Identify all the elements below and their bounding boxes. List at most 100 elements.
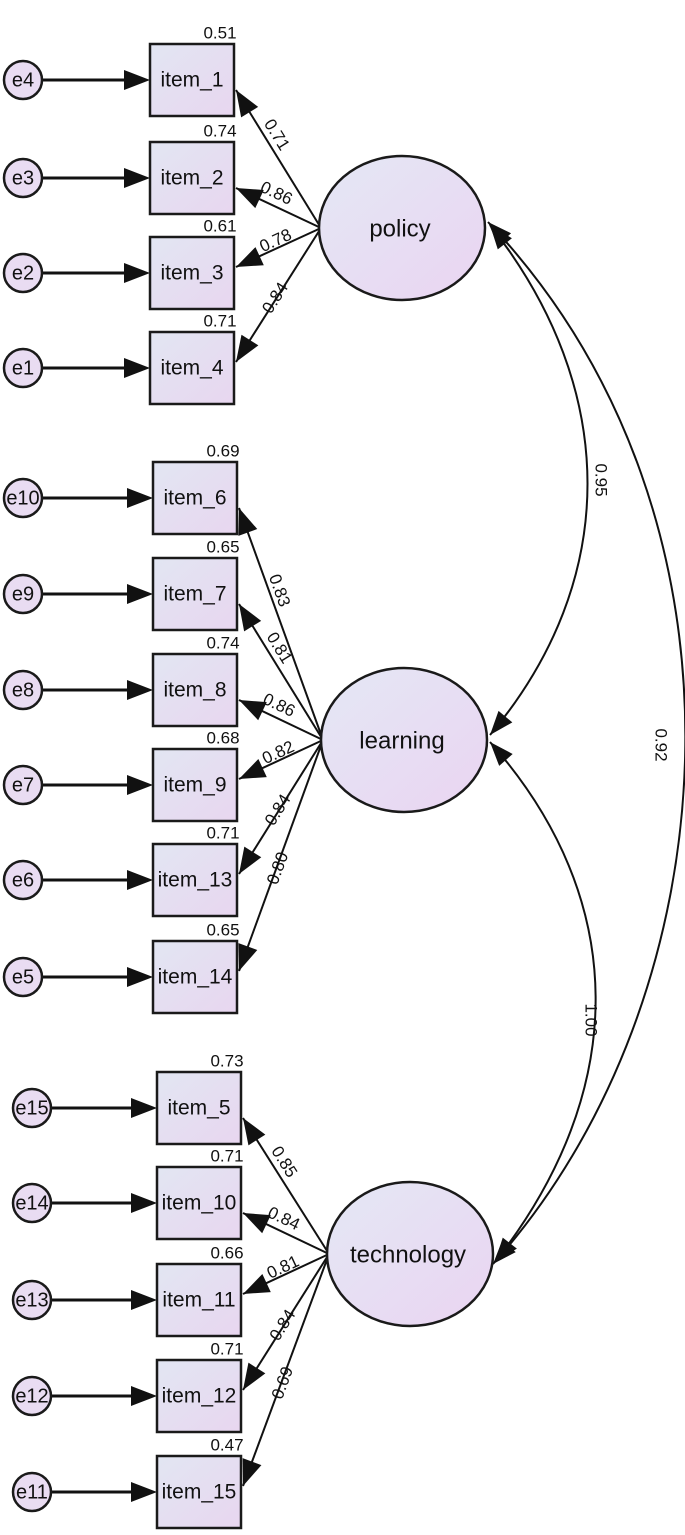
loading-path-item-14 <box>238 739 324 972</box>
r-squared-item-3: 0.61 <box>203 216 236 235</box>
error-e6 <box>2 859 44 901</box>
error-e8 <box>2 669 44 711</box>
indicator-item-8 <box>151 652 239 728</box>
loading-path-item-8-arrowhead <box>239 700 267 721</box>
latent-learning <box>319 666 489 814</box>
error-label-e4: e4 <box>12 69 34 91</box>
loading-path-item-4-arrowhead <box>236 334 259 362</box>
indicator-item-1 <box>148 42 236 118</box>
loading-value-item-10: 0.84 <box>265 1203 303 1234</box>
error-label-e10: e10 <box>6 487 39 509</box>
loading-path-item-2-arrowhead <box>236 188 264 209</box>
error-path-e9-arrowhead <box>127 584 153 604</box>
error-path-e4-arrowhead <box>124 70 150 90</box>
loading-path-item-5 <box>242 1117 330 1255</box>
loading-value-item-1: 0.71 <box>260 116 294 154</box>
indicator-item-7 <box>151 556 239 632</box>
loading-value-item-14: 0.80 <box>263 849 292 887</box>
loading-path-item-4 <box>235 227 322 363</box>
indicator-item-14 <box>151 939 239 1015</box>
error-path-e12-arrowhead <box>131 1386 157 1406</box>
error-path-e6-arrowhead <box>127 870 153 890</box>
indicator-label-item-8: item_8 <box>163 679 226 702</box>
indicator-label-item-7: item_7 <box>163 583 226 606</box>
correlation-learning-technology-arrowhead-start <box>490 742 513 766</box>
loading-path-item-1 <box>235 89 322 229</box>
indicator-label-item-4: item_4 <box>160 357 223 380</box>
error-label-e3: e3 <box>12 167 34 189</box>
error-label-e5: e5 <box>12 966 34 988</box>
loading-path-item-7-arrowhead <box>239 604 262 632</box>
indicator-item-3 <box>148 235 236 311</box>
error-e10 <box>2 477 44 519</box>
error-path-e13-arrowhead <box>131 1290 157 1310</box>
error-path-e2-arrowhead <box>124 263 150 283</box>
indicator-item-15 <box>155 1454 243 1530</box>
error-e11 <box>11 1471 53 1513</box>
indicator-label-item-14: item_14 <box>158 966 233 989</box>
indicator-item-6 <box>151 460 239 536</box>
latent-label-technology: technology <box>350 1241 466 1268</box>
correlation-value-policy-technology: 0.92 <box>652 728 671 761</box>
loading-path-item-6-arrowhead <box>238 508 258 536</box>
loading-path-item-7 <box>238 603 324 741</box>
indicator-label-item-10: item_10 <box>162 1192 237 1215</box>
loading-path-item-11-arrowhead <box>243 1273 271 1294</box>
error-label-e15: e15 <box>15 1097 48 1119</box>
error-e14 <box>11 1182 53 1224</box>
indicator-label-item-12: item_12 <box>162 1385 237 1408</box>
indicator-item-2 <box>148 140 236 216</box>
indicator-item-9 <box>151 747 239 823</box>
error-label-e11: e11 <box>16 1481 48 1503</box>
correlation-policy-learning-arrowhead-end <box>490 710 513 735</box>
loading-value-item-13: 0.84 <box>261 791 295 829</box>
loading-value-item-2: 0.86 <box>257 177 295 208</box>
error-e15 <box>11 1087 53 1129</box>
error-label-e12: e12 <box>15 1385 48 1407</box>
error-path-e1-arrowhead <box>124 358 150 378</box>
error-e2 <box>2 252 44 294</box>
loading-path-item-10-arrowhead <box>243 1213 271 1234</box>
indicator-label-item-2: item_2 <box>160 167 223 190</box>
indicator-item-12 <box>155 1358 243 1434</box>
correlation-policy-technology <box>487 221 685 1265</box>
loading-path-item-13-arrowhead <box>239 846 262 874</box>
loading-path-item-14-arrowhead <box>238 943 258 971</box>
r-squared-item-14: 0.65 <box>206 920 239 939</box>
latent-policy <box>317 154 487 302</box>
error-label-e9: e9 <box>12 583 34 605</box>
loading-path-item-12-arrowhead <box>243 1362 266 1390</box>
r-squared-item-9: 0.68 <box>206 728 239 747</box>
error-e1 <box>2 347 44 389</box>
error-label-e13: e13 <box>15 1289 48 1311</box>
loading-path-item-12 <box>242 1253 330 1391</box>
indicator-item-5 <box>155 1070 243 1146</box>
error-path-e11-arrowhead <box>131 1482 157 1502</box>
correlation-policy-technology-arrowhead-start <box>488 222 512 246</box>
latent-label-learning: learning <box>359 727 444 754</box>
error-label-e14: e14 <box>15 1192 48 1214</box>
error-label-e1: e1 <box>12 357 34 379</box>
loading-value-item-8: 0.86 <box>260 689 298 720</box>
error-path-e10-arrowhead <box>127 488 153 508</box>
error-label-e2: e2 <box>12 262 34 284</box>
r-squared-item-1: 0.51 <box>203 23 236 42</box>
indicator-label-item-1: item_1 <box>160 69 223 92</box>
indicator-label-item-6: item_6 <box>163 487 226 510</box>
r-squared-item-8: 0.74 <box>206 633 239 652</box>
loading-value-item-3: 0.78 <box>257 225 295 256</box>
error-path-e15-arrowhead <box>131 1098 157 1118</box>
r-squared-item-5: 0.73 <box>210 1051 243 1070</box>
loading-value-item-12: 0.84 <box>266 1306 300 1344</box>
error-e4 <box>2 59 44 101</box>
correlation-learning-technology <box>489 741 597 1263</box>
correlation-policy-learning <box>489 224 589 736</box>
indicator-item-13 <box>151 842 239 918</box>
correlation-value-policy-learning: 0.95 <box>592 463 611 496</box>
latent-technology <box>325 1180 495 1328</box>
indicator-label-item-11: item_11 <box>162 1289 235 1312</box>
loading-path-item-5-arrowhead <box>243 1118 266 1146</box>
indicator-label-item-3: item_3 <box>160 262 223 285</box>
indicator-label-item-5: item_5 <box>167 1097 230 1120</box>
